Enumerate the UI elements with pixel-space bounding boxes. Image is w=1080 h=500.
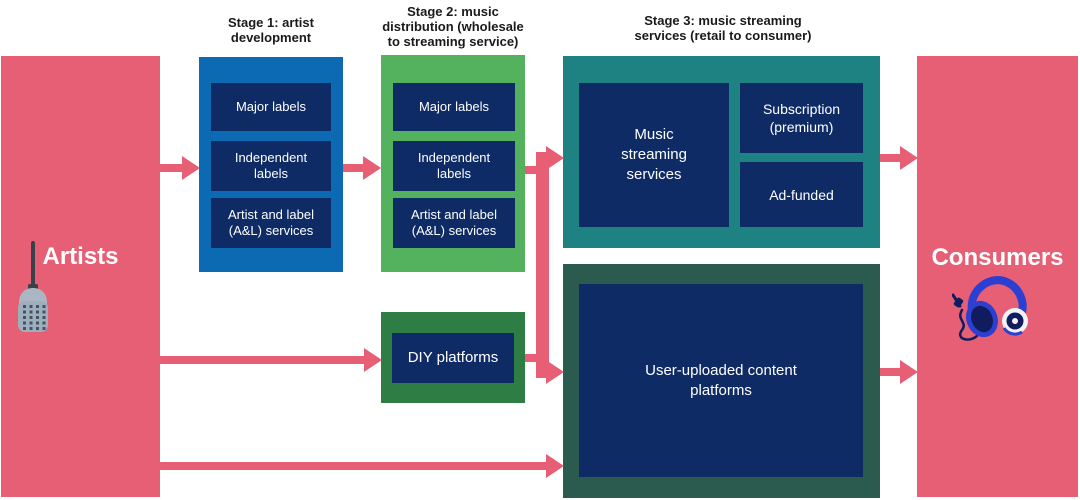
arrow-user-uploaded-to-consumers-head: [900, 360, 918, 384]
stage3-title: Stage 3: music streaming services (retai…: [634, 13, 812, 43]
stage2-independent-labels: Independent labels: [393, 141, 515, 191]
stage1-major-labels: Major labels: [211, 83, 331, 131]
stage2-title: Stage 2: music distribution (wholesale t…: [382, 4, 524, 49]
stage1-artist-label-services: Artist and label (A&L) services: [211, 198, 331, 248]
artists-block: [1, 56, 160, 497]
arrow-artists-to-diy-head: [364, 348, 382, 372]
arrow-stage1-to-stage2-line: [343, 164, 364, 172]
arrow-artists-to-user-uploaded-line: [160, 462, 548, 470]
arrow-user-uploaded-to-consumers-line: [880, 368, 901, 376]
stage2-artist-label-services: Artist and label (A&L) services: [393, 198, 515, 248]
arrow-streaming-to-consumers-line: [880, 154, 901, 162]
headphones-icon: [952, 276, 1028, 341]
connector-diy-out-line: [525, 354, 549, 362]
stage1-title: Stage 1: artist development: [228, 15, 314, 45]
consumers-label: Consumers: [931, 244, 1064, 271]
arrow-streaming-to-consumers-head: [900, 146, 918, 170]
arrow-artists-to-stage1-line: [160, 164, 183, 172]
ad-funded-box: Ad-funded: [740, 162, 863, 227]
connector-vertical-line: [536, 152, 549, 378]
arrow-to-user-uploaded-head: [546, 360, 564, 384]
artists-label: Artists: [42, 243, 119, 270]
microphone-icon: [18, 241, 48, 332]
stage1-independent-labels: Independent labels: [211, 141, 331, 191]
diy-platforms-label: DIY platforms: [392, 333, 514, 383]
arrow-to-streaming-services-head: [546, 146, 564, 170]
music-streaming-services-box: Music streaming services: [579, 83, 729, 227]
stage2-major-labels: Major labels: [393, 83, 515, 131]
arrow-artists-to-diy-line: [160, 356, 364, 364]
user-uploaded-content-box: User-uploaded content platforms: [579, 284, 863, 477]
arrow-artists-to-user-uploaded-head: [546, 454, 564, 478]
arrow-artists-to-stage1-head: [182, 156, 200, 180]
subscription-premium-box: Subscription (premium): [740, 83, 863, 153]
arrow-stage1-to-stage2-head: [363, 156, 381, 180]
